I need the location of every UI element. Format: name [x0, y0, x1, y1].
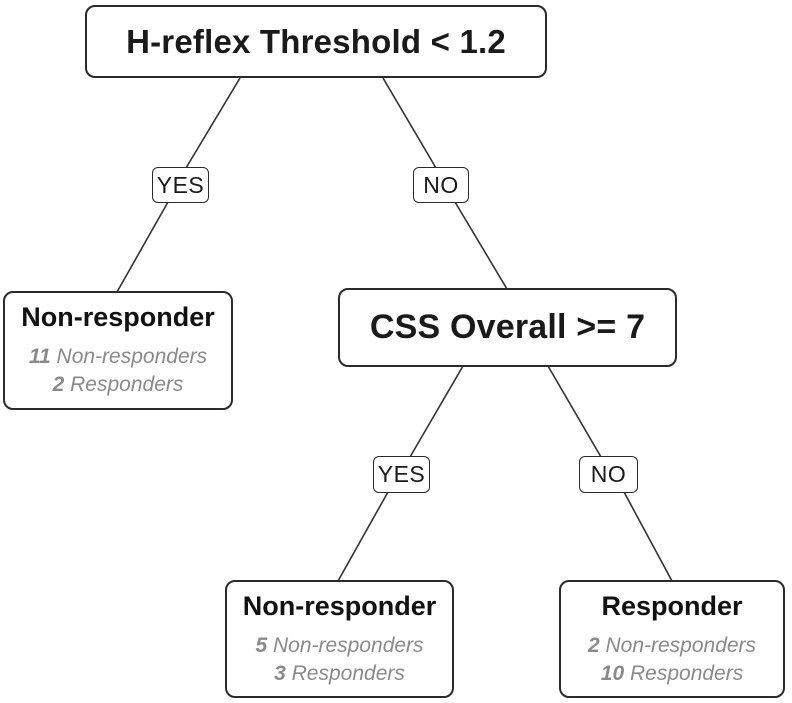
leaf-node-nonresponder-left: Non-responder 11 Non-responders 2 Respon…	[3, 291, 233, 410]
edge-css-to-no2	[547, 365, 602, 458]
branch-label-text: YES	[156, 171, 205, 198]
edge-css-to-yes2	[409, 365, 464, 458]
stat-group: Non-responders	[56, 345, 208, 368]
decision-node-h-reflex-threshold: H-reflex Threshold < 1.2	[85, 5, 547, 78]
stat-group: Responders	[629, 661, 744, 685]
stat-count: 2	[587, 633, 600, 657]
edge-root-to-no1	[382, 77, 437, 169]
leaf-stat-line: 11 Non-responders	[29, 343, 207, 371]
stat-group: Non-responders	[272, 633, 424, 657]
edge-no1-to-css	[454, 201, 508, 290]
branch-label-no-level2: NO	[579, 456, 638, 493]
stat-count: 3	[274, 661, 286, 685]
leaf-stat-line: 3 Responders	[274, 660, 405, 688]
stat-count: 5	[255, 633, 268, 657]
branch-label-no-level1: NO	[413, 167, 469, 203]
stat-count: 11	[28, 345, 51, 368]
stat-count: 10	[600, 661, 625, 685]
leaf-stat-line: 10 Responders	[601, 660, 743, 688]
branch-label-yes-level2: YES	[373, 456, 430, 493]
stat-group: Responders	[70, 373, 184, 396]
branch-label-text: NO	[590, 461, 627, 487]
edge-no2-to-leaf-right	[623, 491, 673, 582]
decision-node-label: H-reflex Threshold < 1.2	[126, 22, 506, 60]
leaf-stat-line: 2 Non-responders	[588, 632, 756, 660]
decision-node-css-overall: CSS Overall >= 7	[338, 288, 677, 367]
edge-yes2-to-leaf-middle	[337, 491, 389, 582]
leaf-title: Non-responder	[21, 302, 215, 332]
stat-group: Responders	[291, 661, 405, 685]
branch-label-text: YES	[377, 461, 426, 487]
leaf-node-responder-right: Responder 2 Non-responders 10 Responders	[559, 580, 785, 698]
stat-count: 2	[52, 373, 65, 396]
branch-label-text: NO	[423, 171, 459, 198]
leaf-node-nonresponder-middle: Non-responder 5 Non-responders 3 Respond…	[225, 580, 454, 698]
leaf-title: Responder	[601, 590, 743, 621]
branch-label-yes-level1: YES	[152, 167, 209, 203]
edge-yes1-to-leaf-left	[116, 201, 169, 293]
stat-group: Non-responders	[605, 633, 757, 657]
edge-root-to-yes1	[185, 77, 241, 169]
leaf-title: Non-responder	[242, 590, 437, 621]
decision-node-label: CSS Overall >= 7	[369, 308, 646, 346]
leaf-stat-line: 2 Responders	[53, 371, 184, 399]
leaf-stat-line: 5 Non-responders	[255, 632, 423, 660]
